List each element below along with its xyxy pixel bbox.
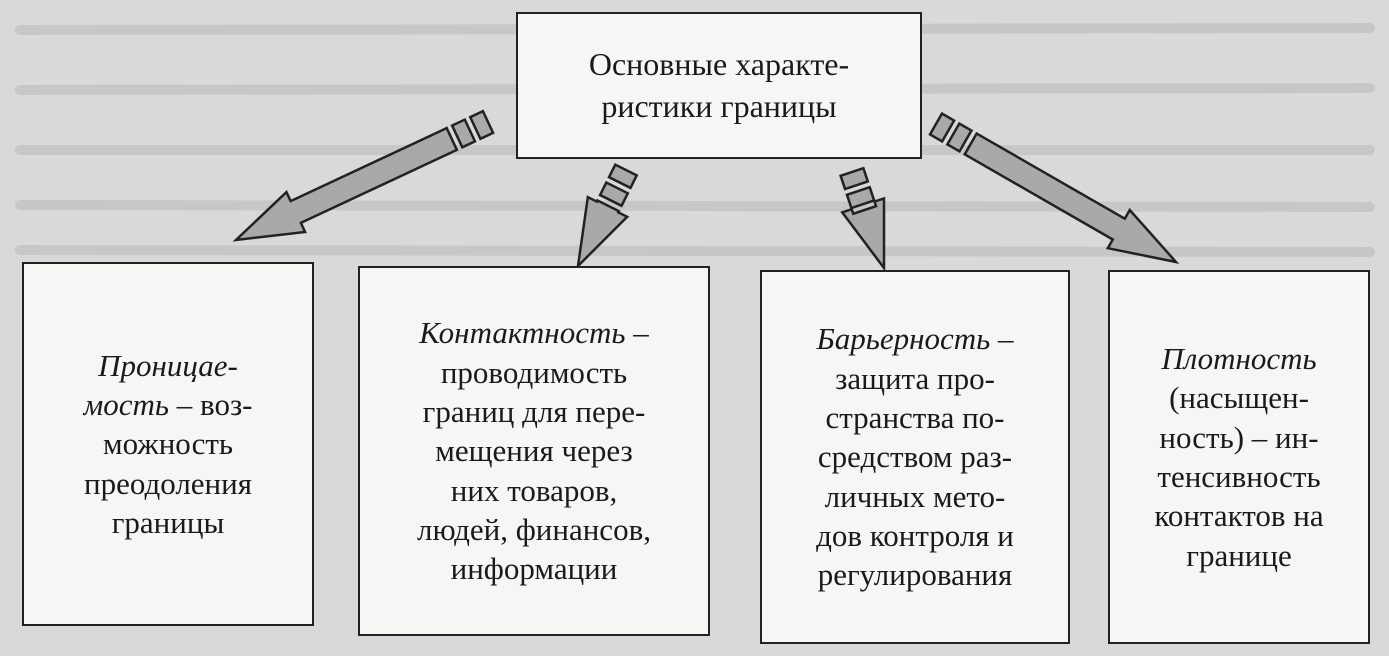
node-contactness-line: границ для пере- xyxy=(422,393,646,429)
node-permeability-line: преодоления xyxy=(84,465,252,501)
node-density-term: Плотность xyxy=(1161,340,1317,376)
node-density: Плотность (насыщен- ность) – ин- тенсивн… xyxy=(1108,270,1370,644)
node-contactness-line: мещения через xyxy=(435,433,633,469)
arrow-to-barrier xyxy=(839,166,886,272)
node-contactness: Контактность – проводимость границ для п… xyxy=(358,266,710,636)
node-barrier-line: регулирования xyxy=(817,557,1013,593)
arrow-to-contactness xyxy=(576,162,639,270)
node-barrier-line: странства по- xyxy=(825,399,1005,435)
node-permeability-tail: – воз- xyxy=(169,386,253,422)
node-contactness-line: них товаров, xyxy=(450,472,618,508)
node-density-line: тенсивность xyxy=(1157,459,1321,494)
node-density-line: (насыщен- xyxy=(1169,380,1309,416)
node-contactness-line: проводимость xyxy=(440,354,628,390)
node-barrier-term: Барьерность xyxy=(816,321,991,357)
node-density-line: ность) – ин- xyxy=(1159,419,1319,455)
arrow-to-density xyxy=(928,111,1180,264)
node-barrier-line: защита про- xyxy=(835,360,995,396)
node-contactness-line: информации xyxy=(450,551,618,587)
node-permeability-line: можность xyxy=(102,426,234,462)
center-node-line-2: ристики границы xyxy=(601,87,837,124)
node-contactness-line: людей, финансов, xyxy=(417,512,651,548)
node-barrier-line: дов контроля и xyxy=(816,518,1014,554)
node-contactness-term: Контактность xyxy=(419,315,626,351)
node-barrier-tail: – xyxy=(990,321,1014,357)
center-node: Основные характе- ристики границы xyxy=(516,12,922,159)
node-barrier-line: средством раз- xyxy=(817,439,1013,475)
node-permeability: Проницае- мость – воз- можность преодоле… xyxy=(22,262,314,626)
arrow-to-permeability xyxy=(232,109,495,242)
node-permeability-term-cont: мость xyxy=(83,386,170,422)
node-permeability-term: Проницае- xyxy=(98,347,238,383)
node-density-line: контактов на xyxy=(1154,498,1324,534)
node-permeability-line: границы xyxy=(111,505,225,541)
node-contactness-tail: – xyxy=(625,315,649,351)
center-node-line-1: Основные характе- xyxy=(588,45,850,82)
node-density-line: границе xyxy=(1186,537,1292,573)
node-barrier: Барьерность – защита про- странства по- … xyxy=(760,270,1070,644)
node-barrier-line: личных мето- xyxy=(824,478,1006,514)
